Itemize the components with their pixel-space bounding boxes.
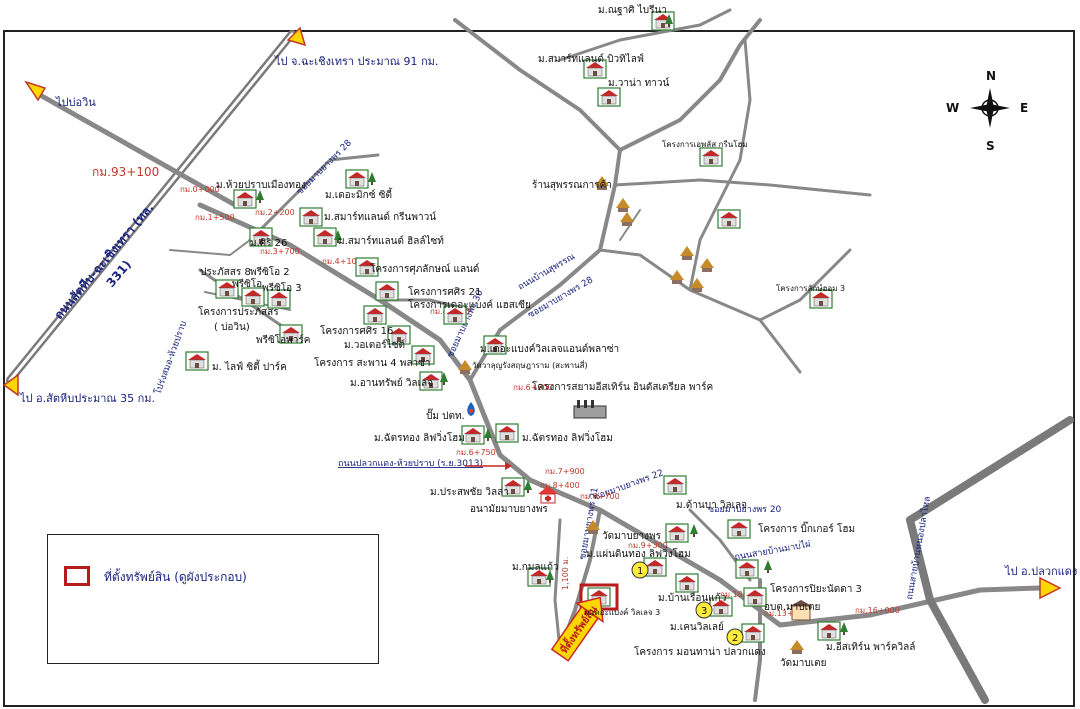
place-label: พรีซิโอ 3: [262, 281, 302, 294]
place-label: โครงการลักษ์ฮอม 3: [776, 283, 845, 293]
compass-s: S: [986, 139, 995, 153]
place-label: ม.สมาร์ทแลนด์ กรีนพาวน์: [324, 211, 436, 223]
legend: ที่ตั้งทรัพย์สิน (ดูผังประกอบ): [47, 534, 379, 664]
place-label: โครงการเอพลัส กรีนโฮม: [662, 139, 748, 149]
place-label: ม.ศิริ 26: [250, 238, 287, 249]
place-label: ม.เดอะแบงค์ วิลเลจ 3: [584, 607, 660, 617]
km-9-3: กม.9+300: [628, 541, 668, 550]
km-6-75: กม.6+750: [456, 448, 496, 457]
marker-2: 2: [732, 633, 738, 644]
place-label: โครงการ บิ๊กเกอร์ โฮม: [758, 521, 855, 535]
road-label-mab-yang: ถนนสายบ้านมาบไผ่: [734, 539, 812, 563]
place-label: ร้านสุพรรณการค้า: [532, 179, 612, 191]
place-label: ม.สมาร์ทแลนด์ ฮิลล์ไซท์: [338, 235, 444, 247]
km-6-3: กม.6+300: [513, 383, 553, 392]
place-label: ม.วอเตอร์ไซต์: [344, 339, 405, 351]
factory-icon: [573, 400, 607, 419]
place-label: ม.เดอะแบงค์วิลเลจแอนด์พลาซ่า: [480, 343, 619, 355]
compass-e: E: [1020, 101, 1028, 115]
legend-swatch: [64, 566, 90, 586]
place-label: ม.ห้วยปราบเมืองทอง: [216, 179, 306, 191]
place-label: โครงการเดอะแบงค์ แฮสเซีย: [408, 298, 531, 311]
place-label: ปั๊ม ปตท.: [426, 408, 465, 422]
road-label-bowin-road: โปร่งสมอ-ห้วยปราบ: [152, 319, 189, 396]
temple-icons: [458, 176, 804, 654]
gas-station-icon: [467, 402, 475, 416]
place-label: ประภัสสร 8: [200, 267, 251, 278]
place-label: อนามัยมาบยางพร: [470, 504, 548, 515]
place-labels: ม.ณฐาศิ ไบรีนา ม.สมาร์ทแลนด์ บิวทิไลฟ์ ม…: [198, 4, 915, 669]
km-10-9: กม.10+900: [720, 590, 765, 599]
place-label: พรีซิโอ: [232, 277, 262, 290]
direction-label-sattahip: ไป อ.สัตหีบประมาณ 35 กม.: [19, 392, 155, 405]
road-label-pluakdaeng: ถนนปลวกแดง-ห้วยปราบ (ร.ย.3013): [338, 458, 483, 469]
place-label: ม.ประสพชัย วิลล่า: [430, 487, 509, 498]
place-label: โครงการศศิร 21: [408, 285, 481, 298]
sao-icon: [790, 600, 812, 621]
direction-label-chachoengsao: ไป จ.ฉะเชิงเทรา ประมาณ 91 กม.: [274, 55, 438, 68]
legend-label: ที่ตั้งทรัพย์สิน (ดูผังประกอบ): [104, 570, 247, 584]
distance-label: 1,100 ม.: [561, 557, 570, 590]
place-label: ม.บ้านเรือนแก้ว: [658, 592, 726, 604]
marker-3: 3: [701, 606, 707, 617]
numbered-markers: 1 2 3: [631, 561, 744, 646]
compass-w: W: [946, 101, 959, 115]
direction-label-bowin: ไปบ่อวิน: [55, 96, 96, 109]
marker-1: 1: [637, 566, 643, 577]
km-1-5: กม.1+500: [195, 213, 235, 222]
place-label: ม.วาน่า ทาวน์: [608, 77, 669, 89]
place-label: อบต.มาบเตย: [764, 602, 820, 613]
km-4-1: กม.4+100: [322, 257, 362, 266]
place-label: ม.เดอะมิกซ์ ซิตี้: [325, 187, 393, 201]
compass-n: N: [986, 69, 996, 83]
place-label: ม.ด้านบา วิลเลจ: [676, 499, 747, 511]
place-label: ม.สมาร์ทแลนด์ บิวทิไลฟ์: [538, 53, 644, 65]
place-label: วัดมาบเตย: [780, 658, 826, 669]
place-label: ม.ณฐาศิ ไบรีนา: [598, 4, 667, 16]
place-label: โครงการ สะพาน 4 พลาซ่า: [314, 356, 431, 369]
place-label: ม.เคนวิลเลย์: [670, 621, 724, 633]
place-label: วัดวาลุญรังสฤษฎาราม (สะพานสี่): [472, 359, 588, 370]
place-label: ม.ฉัตรทอง ลิฟวิ่งโฮม: [522, 430, 613, 444]
place-label: ม.กมลแก้ว: [512, 561, 559, 573]
road-label-buansuthi: ถนนบ้านสุพรรณ: [516, 251, 577, 293]
km-8-7: กม.8+700: [580, 492, 620, 501]
place-label: โครงการศุภลักษณ์ แลนด์: [370, 262, 479, 275]
direction-label-pluakdaeng: ไป อ.ปลวกแดง: [1004, 565, 1077, 578]
km-8-4: กม.8+400: [540, 481, 580, 490]
place-label: โครงการสยามอีสเทิร์น อินดัสเตรียล พาร์ค: [532, 380, 713, 393]
place-label: โครงการ มอนทาน่า ปลวกแดง: [634, 645, 766, 658]
place-label: โครงการศศิร 16: [320, 324, 393, 337]
place-label: ม.อีสเทิร์น พาร์ควิลล์: [826, 641, 915, 653]
km-0: กม.0+000: [180, 185, 220, 194]
place-label: วัดมาบยางพร: [602, 531, 662, 542]
place-label: ม.แผ่นดินทอง ลิฟวิ่งโฮม: [586, 546, 691, 560]
road-label-soi20: ซอยมาบยางพร 20: [708, 505, 782, 515]
km-13-6: กม.13+600: [764, 609, 809, 618]
place-label: โครงการปิยะนัดดา 3: [770, 582, 862, 595]
km-3-7: กม.3+700: [260, 247, 300, 256]
place-label: โครงการประภัสสร: [198, 305, 279, 318]
km-93: กม.93+100: [92, 165, 159, 179]
km-2-2: กม.2+200: [255, 208, 295, 217]
direction-arrows: [2, 26, 1062, 600]
compass-rose: N S E W: [946, 69, 1028, 153]
km-16: กม.16+000: [855, 606, 900, 615]
place-label: พรีซิโอ 2: [250, 265, 290, 278]
place-label: พรีซิโอพาร์ค: [256, 333, 310, 346]
place-label: ม.ฉัตรทอง ลิฟวิ่งโฮม: [374, 430, 465, 444]
health-center-icon: [538, 486, 558, 504]
km-7-9: กม.7+900: [545, 467, 585, 476]
place-label: ม. ไลฟ์ ซิตี้ ปาร์ค: [212, 359, 287, 373]
place-label: ม.อานทรัพย์ วิลเลจ: [350, 377, 433, 389]
highway-name: ถนนสัตหีบ-ฉะเชิงเทรา (ทล.: [52, 201, 157, 322]
place-label: ( บ่อวิน): [214, 322, 250, 333]
